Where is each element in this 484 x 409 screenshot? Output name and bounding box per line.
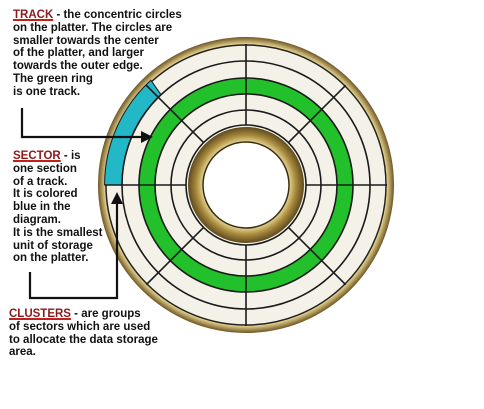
sector-lines (105, 44, 387, 326)
clusters-term: CLUSTERS (9, 308, 71, 320)
track-definition: - the concentric circles on the platter.… (13, 9, 182, 98)
clusters-definition: - are groups of sectors which are used t… (9, 308, 158, 359)
sector-term: SECTOR (13, 150, 61, 162)
sector-arrowhead (111, 192, 123, 204)
sector-description: SECTOR - is one section of a track. It i… (13, 150, 123, 265)
track-term: TRACK (13, 9, 54, 21)
spindle-hole (202, 141, 290, 229)
track-description: TRACK - the concentric circles on the pl… (13, 9, 213, 99)
sector-callout-arrow (28, 200, 119, 300)
clusters-description: CLUSTERS - are groups of sectors which a… (9, 308, 209, 359)
track-callout-arrow (20, 108, 145, 139)
track-arrowhead (141, 131, 153, 143)
sector-definition: - is one section of a track. It is color… (13, 150, 103, 265)
